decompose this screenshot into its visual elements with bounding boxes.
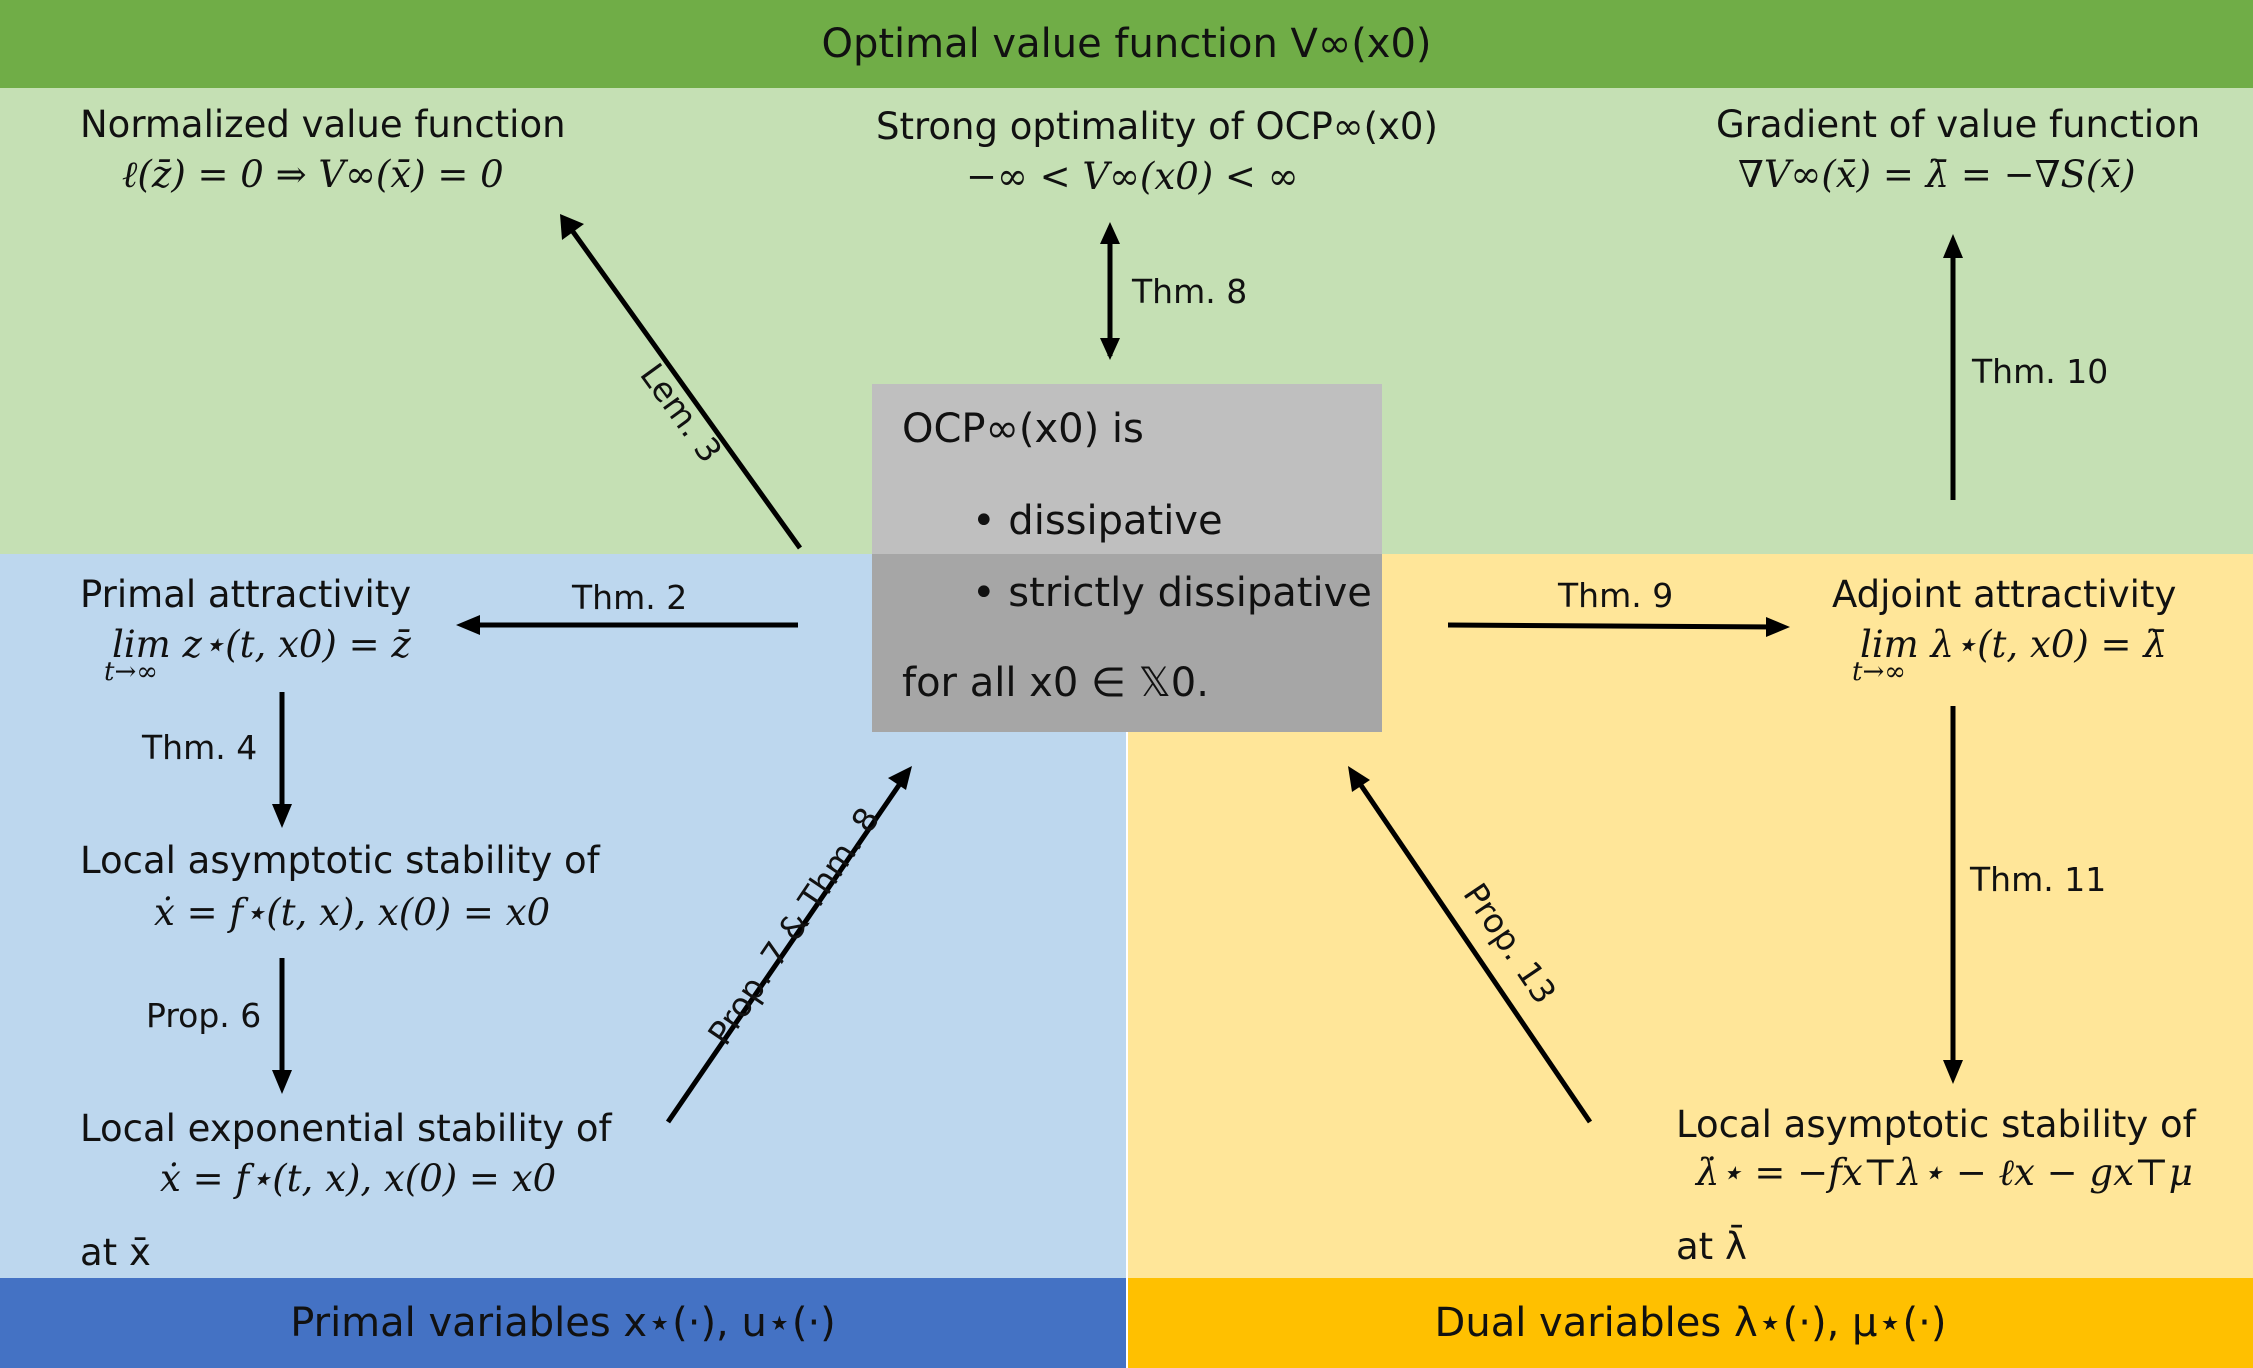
header-title: Optimal value function V∞(x0) [821,21,1432,67]
node-normalized-title: Normalized value function [80,103,566,146]
arrowhead-thm9 [1766,617,1790,637]
node-adjoint-attr-title: Adjoint attractivity [1832,573,2177,616]
arrow-prop7thm8 [665,770,911,1124]
node-local-asym-formula: ẋ = f⋆(t, x), x(0) = x0 [154,891,551,934]
primal-footer-bar: Primal variables x⋆(·), u⋆(·) [0,1278,1126,1368]
dual-footer-bar: Dual variables λ⋆(·), μ⋆(·) [1128,1278,2253,1368]
node-gradient-title: Gradient of value function [1716,103,2201,146]
header-bar: Optimal value function V∞(x0) [0,0,2253,88]
node-adjoint-attr-sub: t→∞ [1852,657,1906,687]
center-box-heading: OCP∞(x0) is [902,406,1144,452]
label-thm11: Thm. 11 [1970,860,2107,899]
node-primal-attr-title: Primal attractivity [80,573,412,616]
arrow-lem3 [563,220,803,550]
label-thm10: Thm. 10 [1972,352,2109,391]
node-normalized-formula: ℓ(z̄) = 0 ⇒ V∞(x̄) = 0 [122,153,504,196]
arrowhead-thm8-top [1100,222,1120,244]
arrowhead-prop6 [272,1070,292,1094]
arrowhead-thm10 [1943,234,1963,258]
arrowhead-thm8-bottom [1100,338,1120,360]
node-local-asym-title: Local asymptotic stability of [80,839,600,882]
primal-footer-label: Primal variables x⋆(·), u⋆(·) [290,1300,836,1346]
arrowhead-thm11 [1943,1060,1963,1084]
center-box: OCP∞(x0) is • dissipative • strictly dis… [872,384,1382,732]
node-strong-formula: −∞ < V∞(x0) < ∞ [966,155,1299,198]
node-gradient-formula: ∇V∞(x̄) = λ̄ = −∇S(x̄) [1738,153,2136,196]
center-box-bottom [872,554,1382,732]
label-thm2: Thm. 2 [572,578,688,617]
node-adjoint-attr-formula: lim λ⋆(t, x0) = λ̄ [1860,623,2167,666]
arrowhead-lem3 [560,214,584,240]
arrow-prop13 [1349,770,1593,1124]
node-primal-attr-sub: t→∞ [104,657,158,687]
node-local-exp-title: Local exponential stability of [80,1107,612,1150]
center-box-footer: for all x0 ∈ 𝕏0. [902,660,1209,706]
arrowhead-prop7thm8 [888,766,912,790]
label-thm9: Thm. 9 [1558,576,1674,615]
center-box-bullet-strict: • strictly dissipative [972,570,1372,616]
arrowhead-thm4 [272,804,292,828]
dual-footer-label: Dual variables λ⋆(·), μ⋆(·) [1434,1300,1947,1346]
node-local-exp-formula: ẋ = f⋆(t, x), x(0) = x0 [160,1157,557,1200]
label-thm4: Thm. 4 [142,728,258,767]
node-local-asym-dual-title: Local asymptotic stability of [1676,1103,2196,1146]
arrowhead-prop13 [1348,766,1370,792]
arrow-thm9 [1447,622,1785,630]
node-primal-attr-formula: lim z⋆(t, x0) = z̄ [112,623,411,666]
label-prop6: Prop. 6 [146,996,262,1035]
node-strong-title: Strong optimality of OCP∞(x0) [876,105,1438,148]
node-local-asym-dual-at: at λ̄ [1676,1225,1747,1268]
label-thm8: Thm. 8 [1132,272,1248,311]
node-local-asym-dual-formula: λ̇⋆ = −fx⊤λ⋆ − ℓx − gx⊤μ [1696,1151,2193,1194]
node-local-exp-at: at x̄ [80,1231,151,1274]
center-box-top [872,384,1382,554]
arrowhead-thm2 [456,615,480,635]
center-box-bullet-dissipative: • dissipative [972,498,1223,544]
